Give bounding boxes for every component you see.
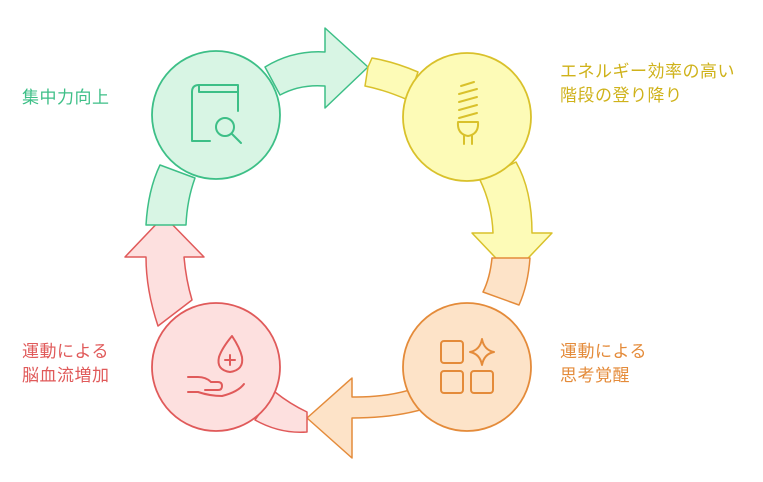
step-label-stairs-line2: 階段の登り降り bbox=[560, 86, 683, 106]
step-label-focus-line1: 集中力向上 bbox=[22, 88, 110, 108]
node-awakening bbox=[402, 302, 532, 432]
node-stairs bbox=[402, 52, 532, 182]
node-focus bbox=[151, 50, 281, 180]
step-label-awakening-line1: 運動による bbox=[560, 342, 647, 362]
step-label-bloodflow-line1: 運動による bbox=[22, 342, 109, 362]
step-label-bloodflow: 運動による 脳血流増加 bbox=[22, 340, 110, 388]
book-search-icon bbox=[191, 84, 242, 144]
arrow-focus-to-stairs bbox=[264, 27, 369, 109]
step-label-stairs-line1: エネルギー効率の高い bbox=[560, 62, 735, 82]
arc-awakening-upper bbox=[482, 257, 531, 306]
step-label-focus: 集中力向上 bbox=[22, 86, 110, 110]
step-label-awakening: 運動による 思考覚醒 bbox=[560, 340, 647, 388]
node-bloodflow bbox=[151, 302, 281, 432]
step-label-awakening-line2: 思考覚醒 bbox=[560, 366, 630, 386]
arc-focus-lower bbox=[145, 164, 196, 226]
lightbulb-icon bbox=[456, 81, 480, 145]
grid-sparkle-icon bbox=[440, 338, 495, 394]
hand-blood-drop-icon bbox=[187, 335, 245, 397]
step-label-bloodflow-line2: 脳血流増加 bbox=[22, 366, 110, 386]
step-label-stairs: エネルギー効率の高い 階段の登り降り bbox=[560, 60, 735, 108]
